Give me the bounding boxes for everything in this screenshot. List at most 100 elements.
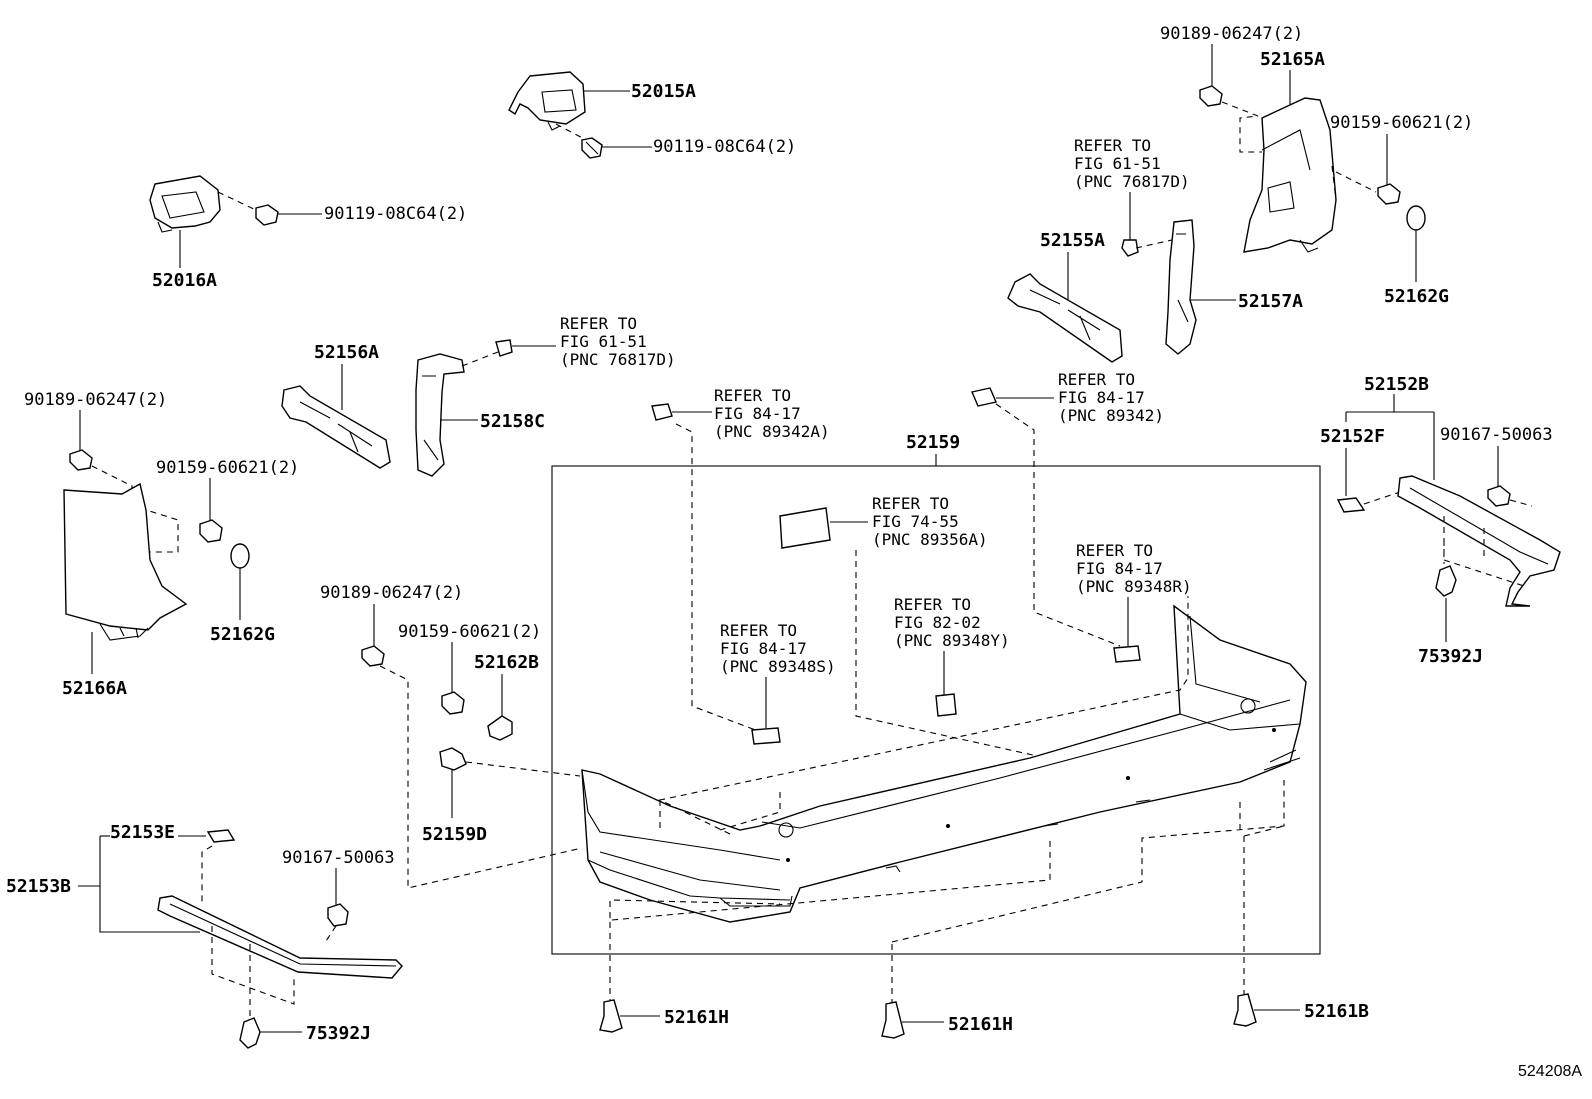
clip-icon: [1435, 565, 1457, 597]
svg-text:REFER TO: REFER TO: [894, 595, 971, 614]
part-52159-bumper-cover: [581, 604, 1307, 923]
diagram-code: 524208A: [1518, 1063, 1582, 1080]
part-52152B-moulding: [1397, 475, 1561, 607]
label-52155A: 52155A: [1040, 230, 1105, 251]
label-52015A: 52015A: [631, 81, 696, 102]
refer-note-r5: REFER TO FIG 74-55 (PNC 89356A): [872, 494, 988, 549]
svg-text:REFER TO: REFER TO: [720, 621, 797, 640]
svg-text:FIG 84-17: FIG 84-17: [714, 404, 801, 423]
label-52161B: 52161B: [1304, 1001, 1369, 1022]
svg-text:(PNC 76817D): (PNC 76817D): [1074, 172, 1190, 191]
label-52161H-a: 52161H: [664, 1007, 729, 1028]
bolt-icon: [199, 519, 223, 543]
clip-icon: [1121, 239, 1139, 257]
bolt-icon: [361, 645, 385, 667]
svg-text:FIG 84-17: FIG 84-17: [1076, 559, 1163, 578]
label-52157A: 52157A: [1238, 291, 1303, 312]
cap-icon: [230, 543, 250, 569]
label-52156A: 52156A: [314, 342, 379, 363]
refer-note-r1: REFER TO FIG 61-51 (PNC 76817D): [1074, 136, 1190, 191]
bolt-icon: [581, 137, 603, 159]
svg-text:FIG 61-51: FIG 61-51: [560, 332, 647, 351]
svg-text:FIG 61-51: FIG 61-51: [1074, 154, 1161, 173]
bumper-assembly-box: [551, 465, 1321, 955]
part-52157A-bracket: [1165, 219, 1197, 355]
label-52152B: 52152B: [1364, 374, 1429, 395]
label-90189-m: 90189-06247(2): [320, 583, 463, 603]
clip-icon: [935, 693, 957, 717]
cap-icon: [1406, 205, 1426, 231]
cap-icon: [487, 715, 513, 741]
svg-text:(PNC 89348R): (PNC 89348R): [1076, 577, 1192, 596]
label-90159-m: 90159-60621(2): [398, 622, 541, 642]
part-52153B-moulding: [157, 895, 403, 979]
label-52162G-r: 52162G: [1384, 286, 1449, 307]
clip-icon: [1233, 993, 1257, 1027]
svg-text:(PNC 76817D): (PNC 76817D): [560, 350, 676, 369]
bolt-icon: [69, 449, 93, 471]
label-90159-l: 90159-60621(2): [156, 458, 299, 478]
label-52152F: 52152F: [1320, 426, 1385, 447]
svg-text:REFER TO: REFER TO: [1076, 541, 1153, 560]
label-90189-tr: 90189-06247(2): [1160, 24, 1303, 44]
svg-text:REFER TO: REFER TO: [872, 494, 949, 513]
svg-text:(PNC 89342A): (PNC 89342A): [714, 422, 830, 441]
clip-icon: [206, 829, 236, 843]
refer-note-r8: REFER TO FIG 84-17 (PNC 89348S): [720, 621, 836, 676]
label-52159D: 52159D: [422, 824, 487, 845]
clip-icon: [439, 747, 467, 771]
label-52153E: 52153E: [110, 822, 175, 843]
label-52161H-b: 52161H: [948, 1014, 1013, 1035]
part-52016A-bracket: [149, 175, 221, 233]
bolt-icon: [1377, 183, 1401, 205]
bolt-icon: [1199, 85, 1223, 107]
label-90167-r: 90167-50063: [1440, 425, 1553, 445]
part-52165A-corner: [1243, 97, 1337, 253]
svg-text:FIG 84-17: FIG 84-17: [1058, 388, 1145, 407]
part-52158C-bracket: [415, 353, 465, 477]
label-90167-l: 90167-50063: [282, 848, 395, 868]
bolt-icon: [441, 691, 465, 715]
label-75392J-l: 75392J: [306, 1023, 371, 1044]
clip-icon: [751, 727, 781, 745]
bolt-icon: [255, 204, 279, 226]
label-52016A: 52016A: [152, 270, 217, 291]
label-52159: 52159: [906, 432, 960, 453]
part-52156A-retainer: [281, 385, 391, 469]
label-90159-tr: 90159-60621(2): [1330, 113, 1473, 133]
svg-text:(PNC 89342): (PNC 89342): [1058, 406, 1164, 425]
svg-text:REFER TO: REFER TO: [560, 314, 637, 333]
refer-note-r4: REFER TO FIG 84-17 (PNC 89342): [1058, 370, 1164, 425]
svg-text:REFER TO: REFER TO: [714, 386, 791, 405]
bolt-icon: [1487, 485, 1511, 507]
label-52166A: 52166A: [62, 678, 127, 699]
clip-icon: [1113, 645, 1141, 663]
label-52153B: 52153B: [6, 876, 71, 897]
clip-icon: [1336, 497, 1366, 513]
part-52166A-corner: [63, 482, 188, 641]
svg-text:FIG 74-55: FIG 74-55: [872, 512, 959, 531]
clip-icon: [971, 387, 997, 407]
label-52162G-l: 52162G: [210, 624, 275, 645]
label-52158C: 52158C: [480, 411, 545, 432]
svg-text:(PNC 89348S): (PNC 89348S): [720, 657, 836, 676]
clip-icon: [881, 1001, 905, 1039]
part-52155A-retainer: [1007, 273, 1123, 363]
label-90119-top: 90119-08C64(2): [653, 137, 796, 157]
clip-icon: [599, 999, 623, 1033]
clip-icon: [239, 1017, 261, 1049]
refer-note-r6: REFER TO FIG 84-17 (PNC 89348R): [1076, 541, 1192, 596]
clip-icon: [651, 403, 673, 421]
part-52015A-bracket: [508, 71, 586, 131]
svg-text:(PNC 89348Y): (PNC 89348Y): [894, 631, 1010, 650]
svg-text:FIG 84-17: FIG 84-17: [720, 639, 807, 658]
label-75392J-r: 75392J: [1418, 646, 1483, 667]
svg-text:(PNC 89356A): (PNC 89356A): [872, 530, 988, 549]
clip-icon: [495, 339, 513, 357]
refer-note-r7: REFER TO FIG 82-02 (PNC 89348Y): [894, 595, 1010, 650]
refer-note-r3: REFER TO FIG 84-17 (PNC 89342A): [714, 386, 830, 441]
label-52165A: 52165A: [1260, 49, 1325, 70]
label-90119-left: 90119-08C64(2): [324, 204, 467, 224]
label-52162B: 52162B: [474, 652, 539, 673]
